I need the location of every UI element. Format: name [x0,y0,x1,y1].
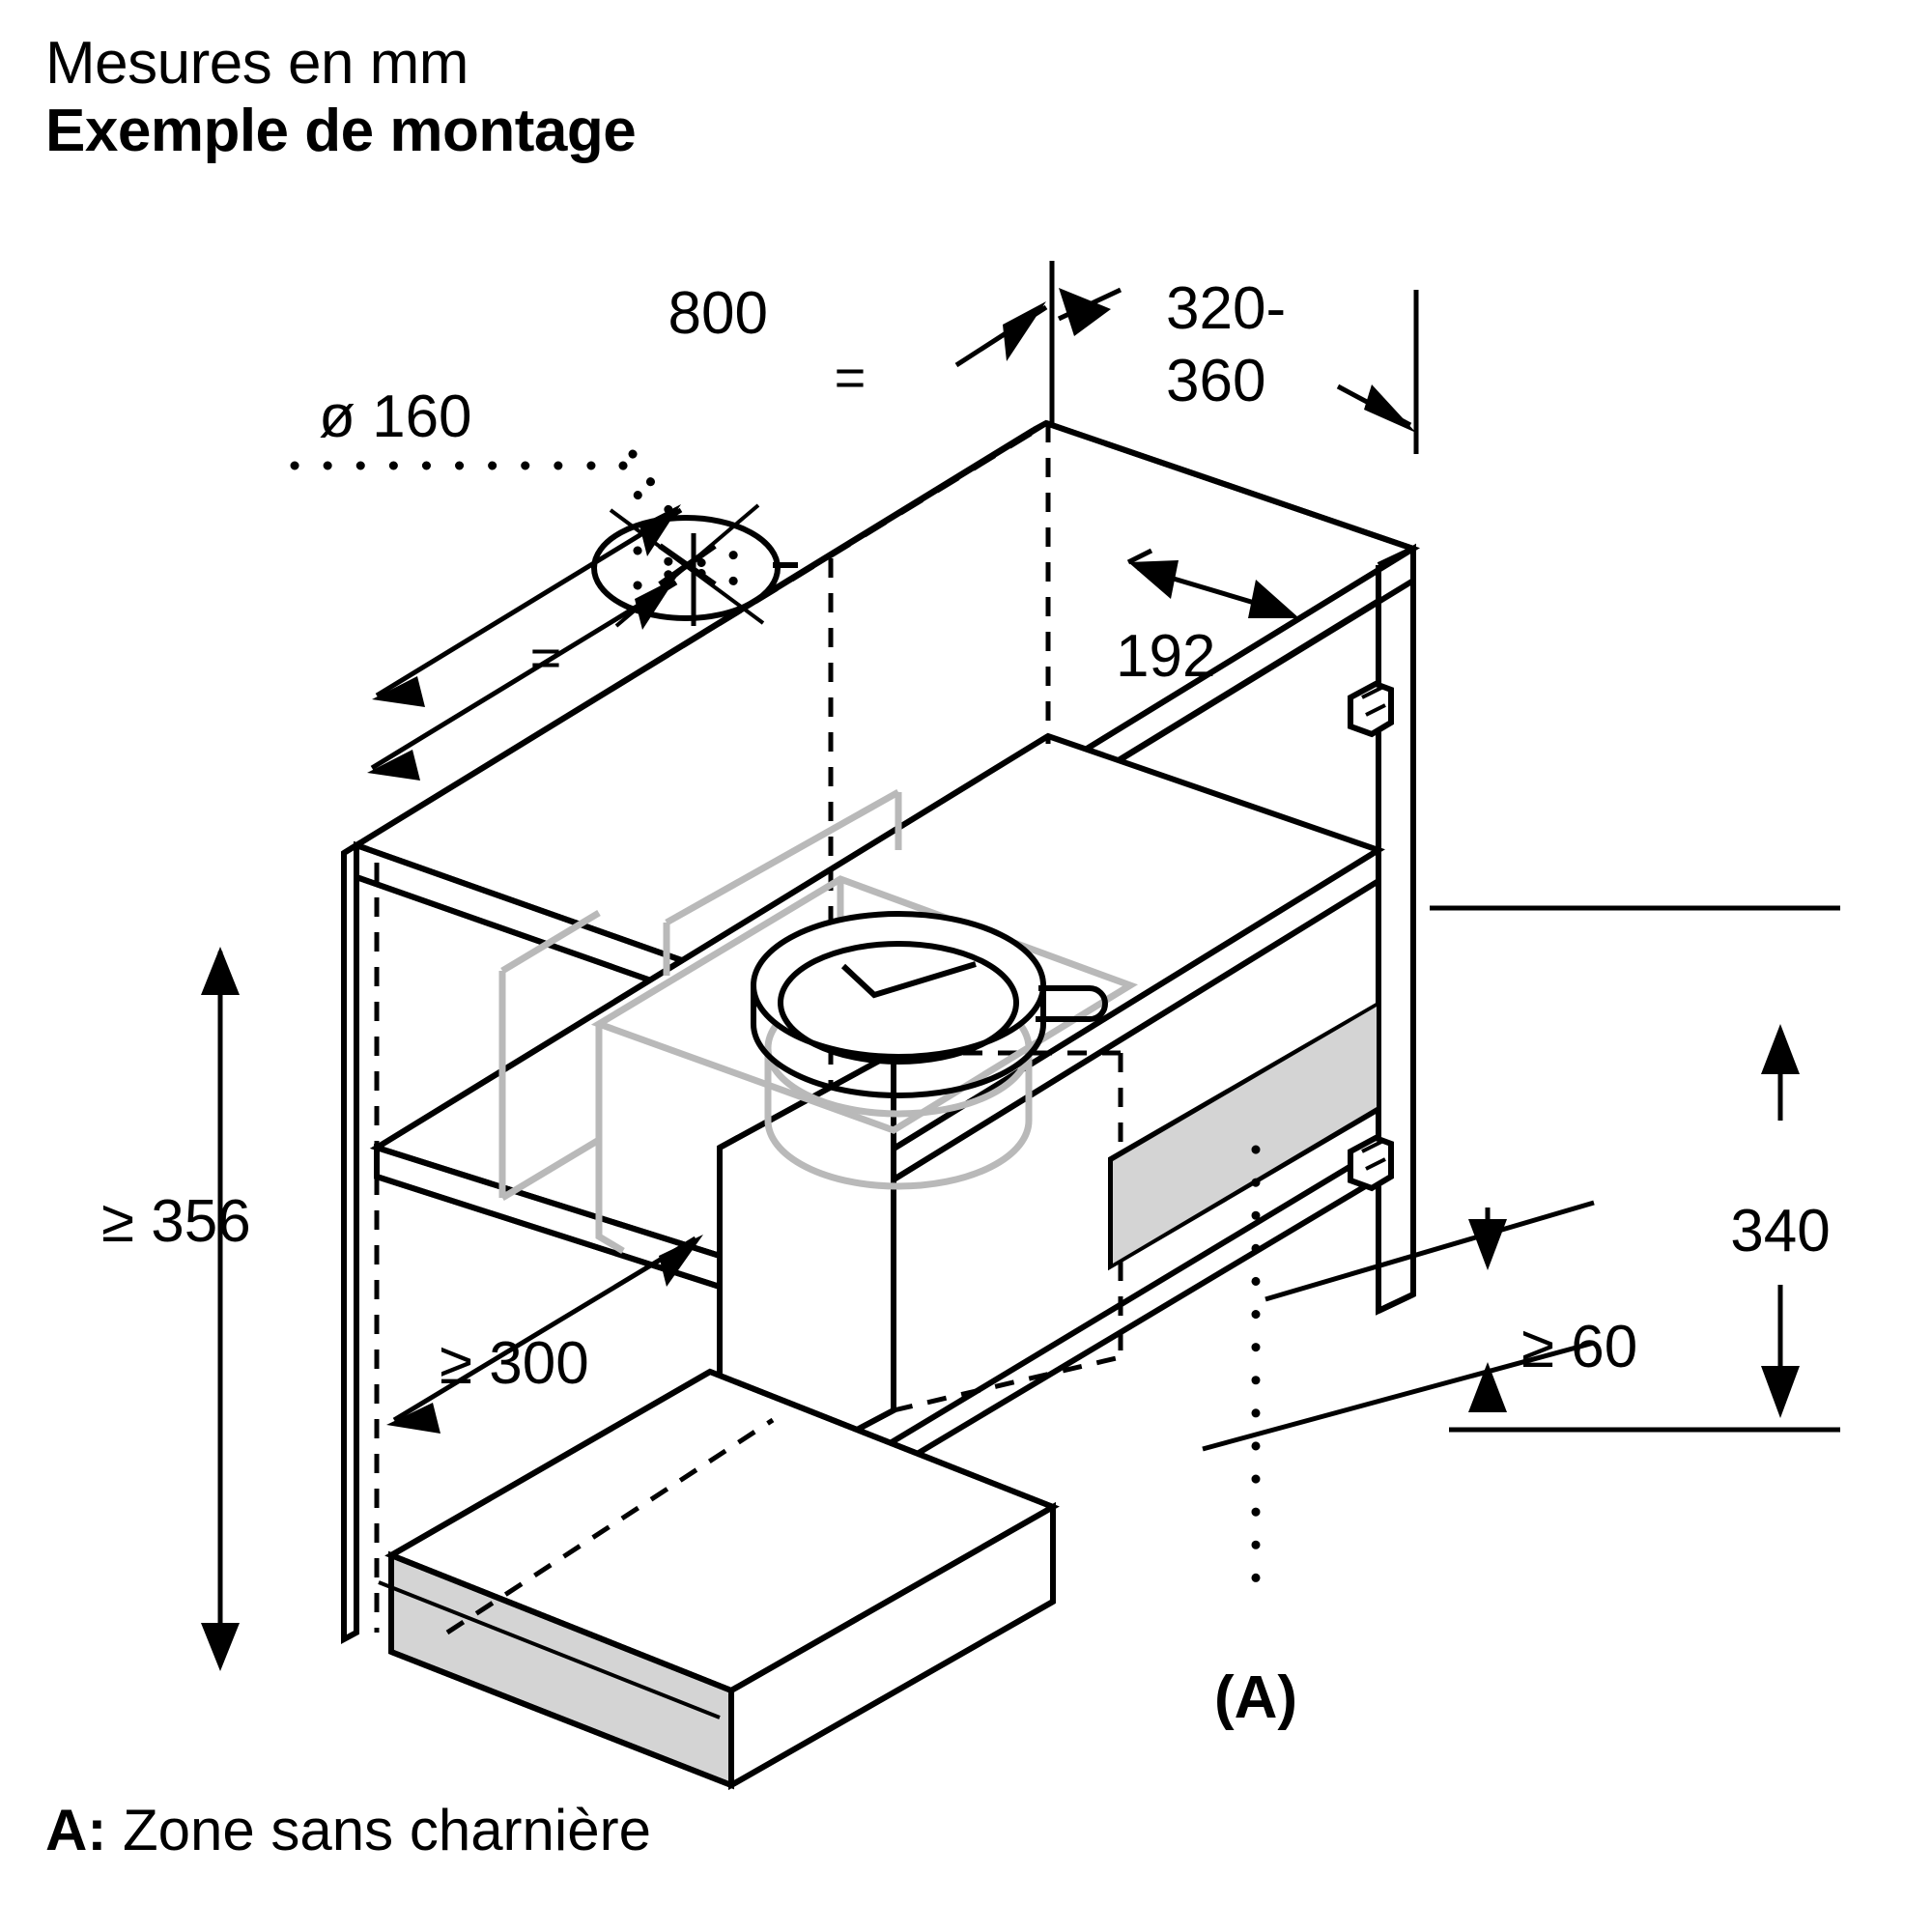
dim-340-label: 340 [1730,1198,1830,1264]
dim-diameter-label: ø 160 [319,384,472,450]
hinge-upper-body [1348,680,1394,738]
ghost-bracket-left [595,1024,625,1255]
hinge-upper-detail [1361,686,1382,699]
dim-300-label-value: ≥ 300 [440,1330,589,1397]
middle-shelf-line-b [376,1145,721,1259]
dim-192-arrow-left [1128,560,1179,599]
dim-left-depth-line-a [375,507,683,698]
shaded-strip-right-fill [1113,1007,1377,1264]
legend-text: Zone sans charnière [106,1798,651,1862]
drawer-lip-line [378,1580,721,1719]
page-title-mounting-example: Exemple de montage [45,98,637,164]
dimension-192: 192 [1116,548,1299,690]
dim-340-arrow-top [1761,1024,1800,1074]
cabinet-top-panel-front-line [355,842,722,977]
dim-320-arrow-right [1364,384,1416,433]
duct-collar-bottom-arc [751,1023,1046,1098]
cabinet-right-panel-bottom [1377,1292,1415,1314]
cabinet-right-top-inner [1377,546,1415,568]
callout-a-label: (A) [1214,1664,1297,1731]
drawer-outline-front [389,1552,733,1693]
dim-60-label: ≥ 60 [1521,1314,1637,1380]
hinge-lower-detail [1361,1140,1382,1153]
cutout-dot-arc-b [633,568,747,590]
dim-800-label: 800 [668,280,768,347]
dim-left-depth-arrow-a [372,676,425,707]
dim-60-ext-upper [1264,1200,1595,1302]
hinge-lower-detail2 [1365,1157,1386,1171]
cutout-dot-arc-a [633,546,747,568]
ghost-bracket-arm2 [665,788,900,926]
dim-356-label: ≥ 356 [101,1188,251,1255]
hinge-upper-detail2 [1365,703,1386,717]
ghost-collar-lower [764,1120,1033,1190]
dim-800-arrowhead [1003,301,1046,361]
drawer-outline-top [389,1369,712,1558]
dimension-320-360: 320- 360 [1057,275,1419,454]
page-subtitle-measures: Mesures en mm [45,30,469,97]
duct-collar-middle [751,911,1108,1098]
duct-collar-tab [1036,985,1108,1022]
dim-60-arrow-top [1468,1219,1507,1270]
legend-zone-a: A: Zone sans charnière [45,1797,651,1863]
dim-192-label: 192 [1116,623,1215,690]
dim-320-label-bottom: 360 [1166,348,1265,414]
cabinet-right-top-chamfer [1045,420,1414,552]
dim-340-arrow-bottom [1761,1366,1800,1418]
dim-192-ext-a [1126,548,1153,565]
dim-356-arrow-top [201,947,240,995]
drawer-outline-right [729,1504,1055,1693]
drawer-hidden-inner [445,1417,775,1635]
middle-shelf-line-a [375,733,1050,1151]
dim-320-label-top: 320- [1166,275,1286,342]
hood-hidden-bottom [893,1354,1122,1413]
legend-key: A: [45,1798,107,1862]
hidden-upper-back-horizontal [355,420,1050,848]
ghost-panel-left-wall2 [500,909,601,975]
dim-192-arrow-right [1248,580,1299,618]
cabinet-right-side-panel [1376,544,1416,1316]
cabinet-top-back-ridge [1032,420,1048,433]
dim-left-depth-arrow-c [367,750,420,781]
callout-zone-a: (A) [1214,1145,1297,1731]
dim-300-line [392,1236,697,1423]
ghost-plate-outline [590,875,1139,1134]
top-duct-cutout [591,449,798,628]
dim-800-equal-right: = [835,347,867,408]
dimension-min-60: ≥ 60 [1202,1200,1637,1452]
pullout-drawer [378,1368,1060,1791]
duct-collar-inner-ellipse [778,941,1019,1065]
drawer-outline-topright [708,1369,1055,1510]
ghost-panel-lower-edge [500,1136,601,1202]
cutout-dot-leader-down [628,449,681,526]
dimension-340: 340 [1430,905,1840,1433]
hinge-bracket-upper [1348,680,1394,738]
dimension-diameter-160: ø 160 [290,384,662,538]
dim-356-arrow-bottom [201,1623,240,1671]
dim-left-depth-arrow-d [635,578,676,630]
ghost-duct-assembly [498,788,1139,1255]
dim-60-arrow-bottom [1468,1362,1507,1412]
drawer-outline-frontlow [389,1649,733,1788]
dim-320-arrow-left [1059,288,1111,336]
dimension-min-356: ≥ 356 [101,947,251,1671]
hinge-bracket-lower [1348,1134,1394,1192]
dimension-left-depth-equal: = [367,504,696,781]
duct-collar-brace [840,961,977,999]
dim-left-depth-line-b [370,580,678,771]
dim-300-arrow-right [659,1235,703,1287]
dim-60-ext-lower [1202,1340,1595,1452]
dimension-800: 800 = [668,261,1055,425]
dim-300-arrow-left [386,1403,440,1434]
dim-left-depth-arrow-b [639,504,681,556]
dimension-min-300: ≥ 300 [386,1235,703,1434]
hinge-lower-body [1348,1134,1394,1192]
drawer-outline-rightlow [729,1599,1055,1788]
